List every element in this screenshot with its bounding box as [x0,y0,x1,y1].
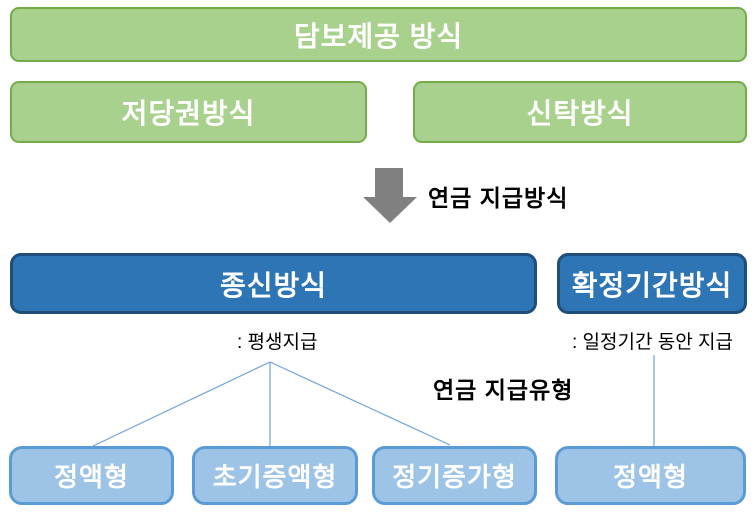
collateral-method-root-box: 담보제공 방식 [10,7,747,62]
payment-type-initial-increase-box: 초기증액형 [192,446,358,505]
payment-type-periodic-increase-box: 정기증가형 [372,446,537,505]
fixed-term-method-caption: : 일정기간 동안 지급 [572,332,733,353]
fixed-term-method-box: 확정기간방식 [557,253,747,314]
payment-type-fixed-amount-right-box: 정액형 [555,446,746,505]
annuity-payment-type-label: 연금 지급유형 [433,377,574,403]
lifetime-method-box: 종신방식 [10,253,537,314]
lifetime-method-caption: : 평생지급 [237,332,318,353]
trust-method-box: 신탁방식 [413,81,747,143]
payment-type-fixed-amount-box: 정액형 [9,446,174,505]
annuity-payment-method-label: 연금 지급방식 [428,185,569,211]
mortgage-method-box: 저당권방식 [10,81,367,143]
down-arrow-icon [363,168,417,223]
